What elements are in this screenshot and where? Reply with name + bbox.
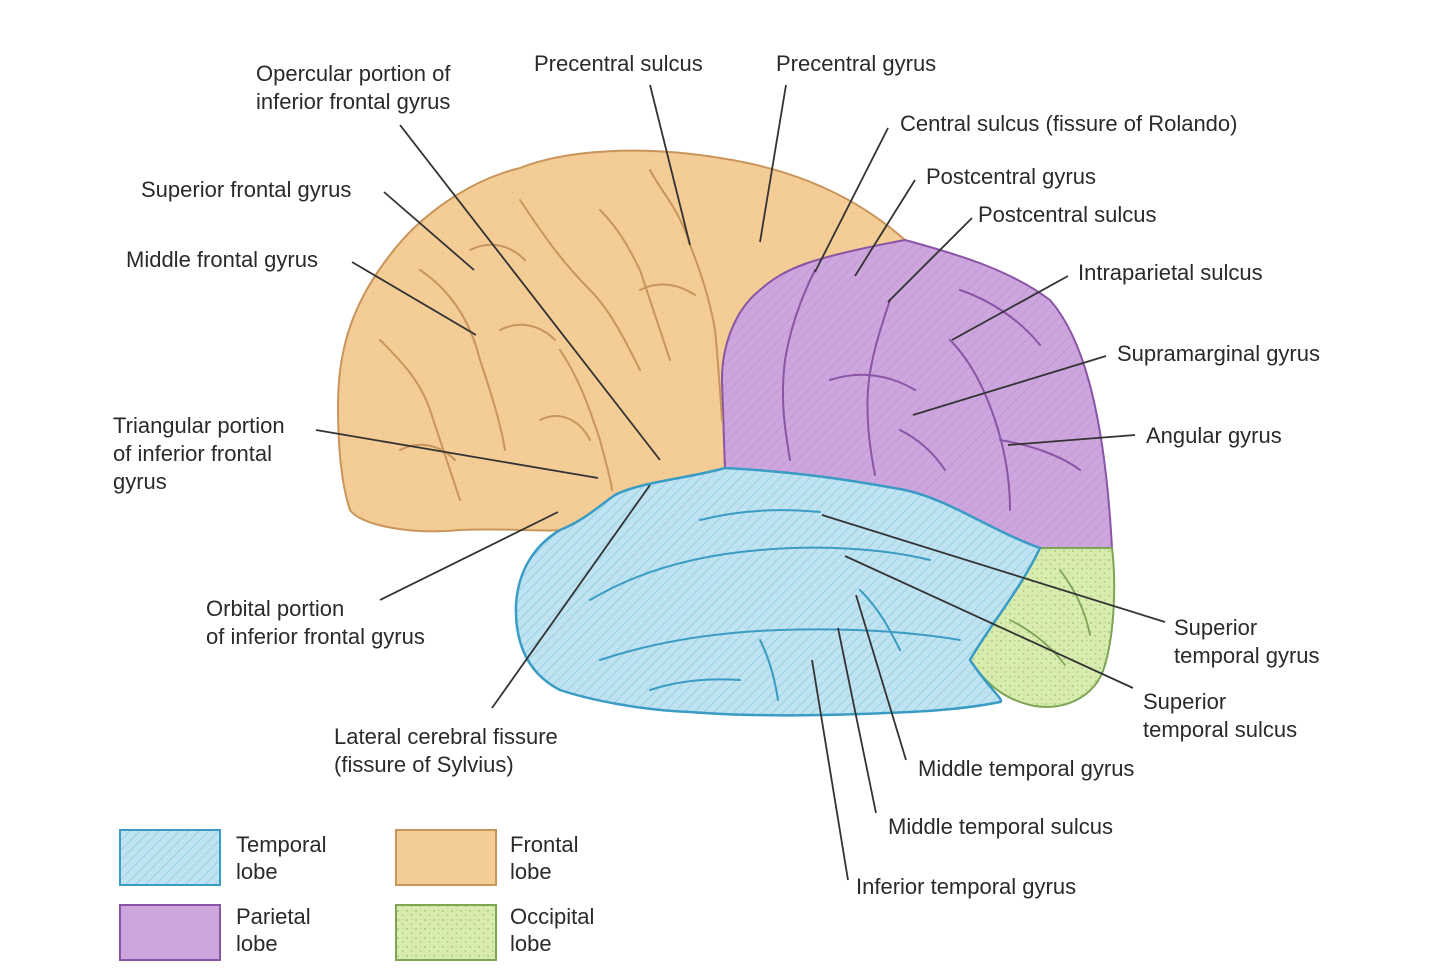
leader-postcentral-gyrus	[854, 179, 916, 277]
leader-middle-temporal-gyrus	[855, 594, 907, 761]
leader-middle-temporal-sulcus	[837, 627, 877, 814]
label-inferior-temporal-gyrus: Inferior temporal gyrus	[856, 874, 1077, 899]
label-superior-temporal-gyrus: Superior temporal gyrus	[1174, 615, 1320, 668]
label-postcentral-sulcus: Postcentral sulcus	[978, 202, 1157, 227]
leader-precentral-sulcus	[649, 84, 691, 246]
label-superior-temporal-sulcus: Superior temporal sulcus	[1143, 689, 1298, 742]
leader-angular-gyrus	[1007, 434, 1136, 446]
leader-central-sulcus	[814, 127, 889, 273]
label-precentral-sulcus: Precentral sulcus	[534, 51, 703, 76]
legend-swatch-temporal	[119, 829, 221, 886]
label-middle-temporal-gyrus: Middle temporal gyrus	[918, 756, 1135, 781]
leader-triangular	[315, 429, 599, 479]
legend-label-frontal: Frontal lobe	[510, 832, 579, 884]
legend-label-parietal: Parietal lobe	[236, 904, 311, 956]
leader-opercular	[399, 124, 661, 461]
leader-supramarginal-gyrus	[912, 355, 1107, 416]
label-central-sulcus: Central sulcus (fissure of Rolando)	[900, 111, 1238, 136]
label-orbital-portion: Orbital portion of inferior frontal gyru…	[206, 596, 425, 649]
label-middle-temporal-sulcus: Middle temporal sulcus	[888, 814, 1113, 839]
occipital-sulci	[1009, 569, 1091, 666]
legend-label-occipital: Occipital lobe	[510, 904, 595, 956]
legend-swatch-parietal	[119, 904, 221, 961]
label-angular-gyrus: Angular gyrus	[1146, 423, 1282, 448]
label-opercular-portion: Opercular portion of inferior frontal gy…	[256, 61, 451, 114]
leader-intraparietal-sulcus	[951, 275, 1069, 341]
label-intraparietal-sulcus: Intraparietal sulcus	[1078, 260, 1263, 285]
label-supramarginal-gyrus: Supramarginal gyrus	[1117, 341, 1320, 366]
leader-precentral-gyrus	[759, 84, 787, 243]
leader-middle-frontal-gyrus	[351, 261, 477, 336]
label-superior-frontal-gyrus: Superior frontal gyrus	[141, 177, 352, 202]
label-triangular-portion: Triangular portion of inferior frontal g…	[113, 413, 285, 494]
label-postcentral-gyrus: Postcentral gyrus	[926, 164, 1096, 189]
leader-lateral-fissure	[491, 484, 651, 709]
leader-postcentral-sulcus	[887, 217, 973, 303]
label-lateral-cerebral-fissure: Lateral cerebral fissure (fissure of Syl…	[334, 724, 558, 777]
leader-inferior-temporal-gyrus	[811, 659, 849, 881]
leader-superior-temporal-gyrus	[821, 514, 1166, 623]
legend-label-temporal: Temporal lobe	[236, 832, 327, 884]
label-precentral-gyrus: Precentral gyrus	[776, 51, 937, 76]
leader-orbital	[379, 511, 559, 601]
temporal-sulci	[589, 509, 961, 701]
label-middle-frontal-gyrus: Middle frontal gyrus	[126, 247, 318, 272]
leader-lines	[315, 84, 1166, 881]
leader-superior-temporal-sulcus	[844, 555, 1134, 689]
temporal-lobe	[514, 466, 1042, 717]
leader-superior-frontal-gyrus	[383, 191, 475, 271]
legend-swatch-frontal	[395, 829, 497, 886]
legend-swatch-occipital	[395, 904, 497, 961]
